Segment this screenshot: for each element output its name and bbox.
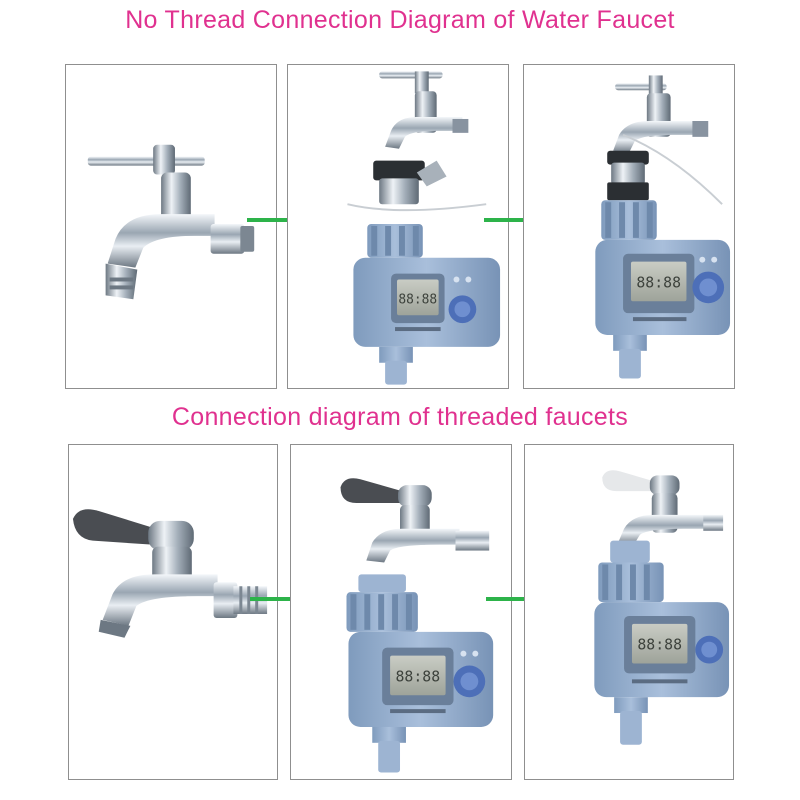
svg-text:88:88: 88:88 (395, 667, 440, 685)
panel-faucet-above-timer: 88:88 (290, 444, 512, 780)
faucet-icon (379, 71, 469, 149)
water-timer-icon: 88:88 (594, 540, 730, 745)
heading-no-thread: No Thread Connection Diagram of Water Fa… (125, 6, 675, 34)
adapter-icon (347, 160, 487, 212)
svg-text:88:88: 88:88 (636, 273, 681, 291)
faucet-icon (72, 509, 268, 638)
faucet-icon (602, 470, 724, 545)
water-timer-icon: 88:88 (595, 200, 731, 379)
faucet-icon (87, 144, 255, 300)
panel-unthreaded-faucet (65, 64, 277, 389)
panel-faucet-connected-to-timer: 88:88 (524, 444, 734, 780)
adapter-icon (607, 150, 649, 201)
svg-text:88:88: 88:88 (398, 292, 437, 307)
panel-faucet-with-quick-adapter: 88:88 (287, 64, 509, 389)
panel-threaded-faucet (68, 444, 278, 780)
svg-text:88:88: 88:88 (637, 636, 682, 654)
faucet-icon (340, 478, 490, 563)
faucet-icon (613, 75, 723, 205)
water-timer-icon: 88:88 (346, 574, 494, 773)
heading-threaded: Connection diagram of threaded faucets (171, 403, 629, 431)
water-timer-icon: 88:88 (353, 224, 501, 385)
panel-faucet-connected-to-timer: 88:88 (523, 64, 735, 389)
